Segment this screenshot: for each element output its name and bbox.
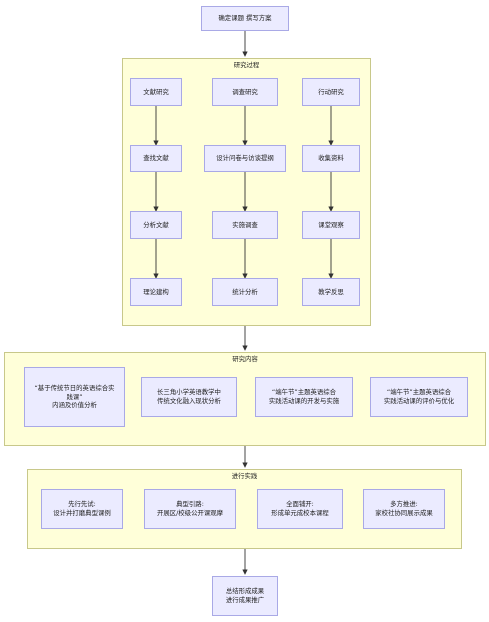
start-node: 确定课题 撰写方案 — [201, 6, 289, 31]
content-item-4: “端午节”主题英语综合 实践活动课的评价与优化 — [370, 377, 468, 417]
practice-cluster-title: 进行实践 — [231, 472, 258, 480]
practice-item-1: 先行先试: 设计并打磨典型课例 — [41, 489, 123, 529]
content-cluster-title: 研究内容 — [232, 355, 258, 363]
process-col2-node-1: 调查研究 — [212, 78, 278, 106]
process-col1-node-2: 查找文献 — [130, 145, 182, 172]
process-col2-node-3: 实施调查 — [212, 211, 278, 239]
process-col1-node-1: 文献研究 — [130, 78, 182, 106]
content-item-2: 长三角小学英语教学中 传统文化融入现状分析 — [141, 377, 237, 417]
process-col2-node-2: 设计问卷与访谈提纲 — [204, 145, 286, 172]
process-col3-node-4: 教学反思 — [302, 278, 360, 306]
end-node: 总结形成成果 进行成果推广 — [212, 576, 278, 616]
process-col3-node-3: 课堂观察 — [302, 211, 360, 239]
process-col2-node-4: 统计分析 — [212, 278, 278, 306]
process-col1-node-3: 分析文献 — [130, 211, 182, 239]
practice-item-4: 多方推进: 家校社协同展示成果 — [363, 489, 445, 529]
process-col1-node-4: 理论建构 — [130, 278, 182, 306]
process-col3-node-2: 收集资料 — [302, 145, 360, 172]
practice-item-3: 全面铺开: 形成单元成校本课程 — [257, 489, 343, 529]
process-cluster-title: 研究过程 — [233, 61, 260, 69]
process-col3-node-1: 行动研究 — [302, 78, 360, 106]
practice-item-2: 典型引路: 开展区/校级公开课观摩 — [144, 489, 236, 529]
content-item-1: “基于传统节日的英语综合实 践课” 内涵及价值分析 — [24, 367, 125, 427]
content-item-3: “端午节”主题英语综合 实践活动课的开发与实施 — [255, 377, 353, 417]
